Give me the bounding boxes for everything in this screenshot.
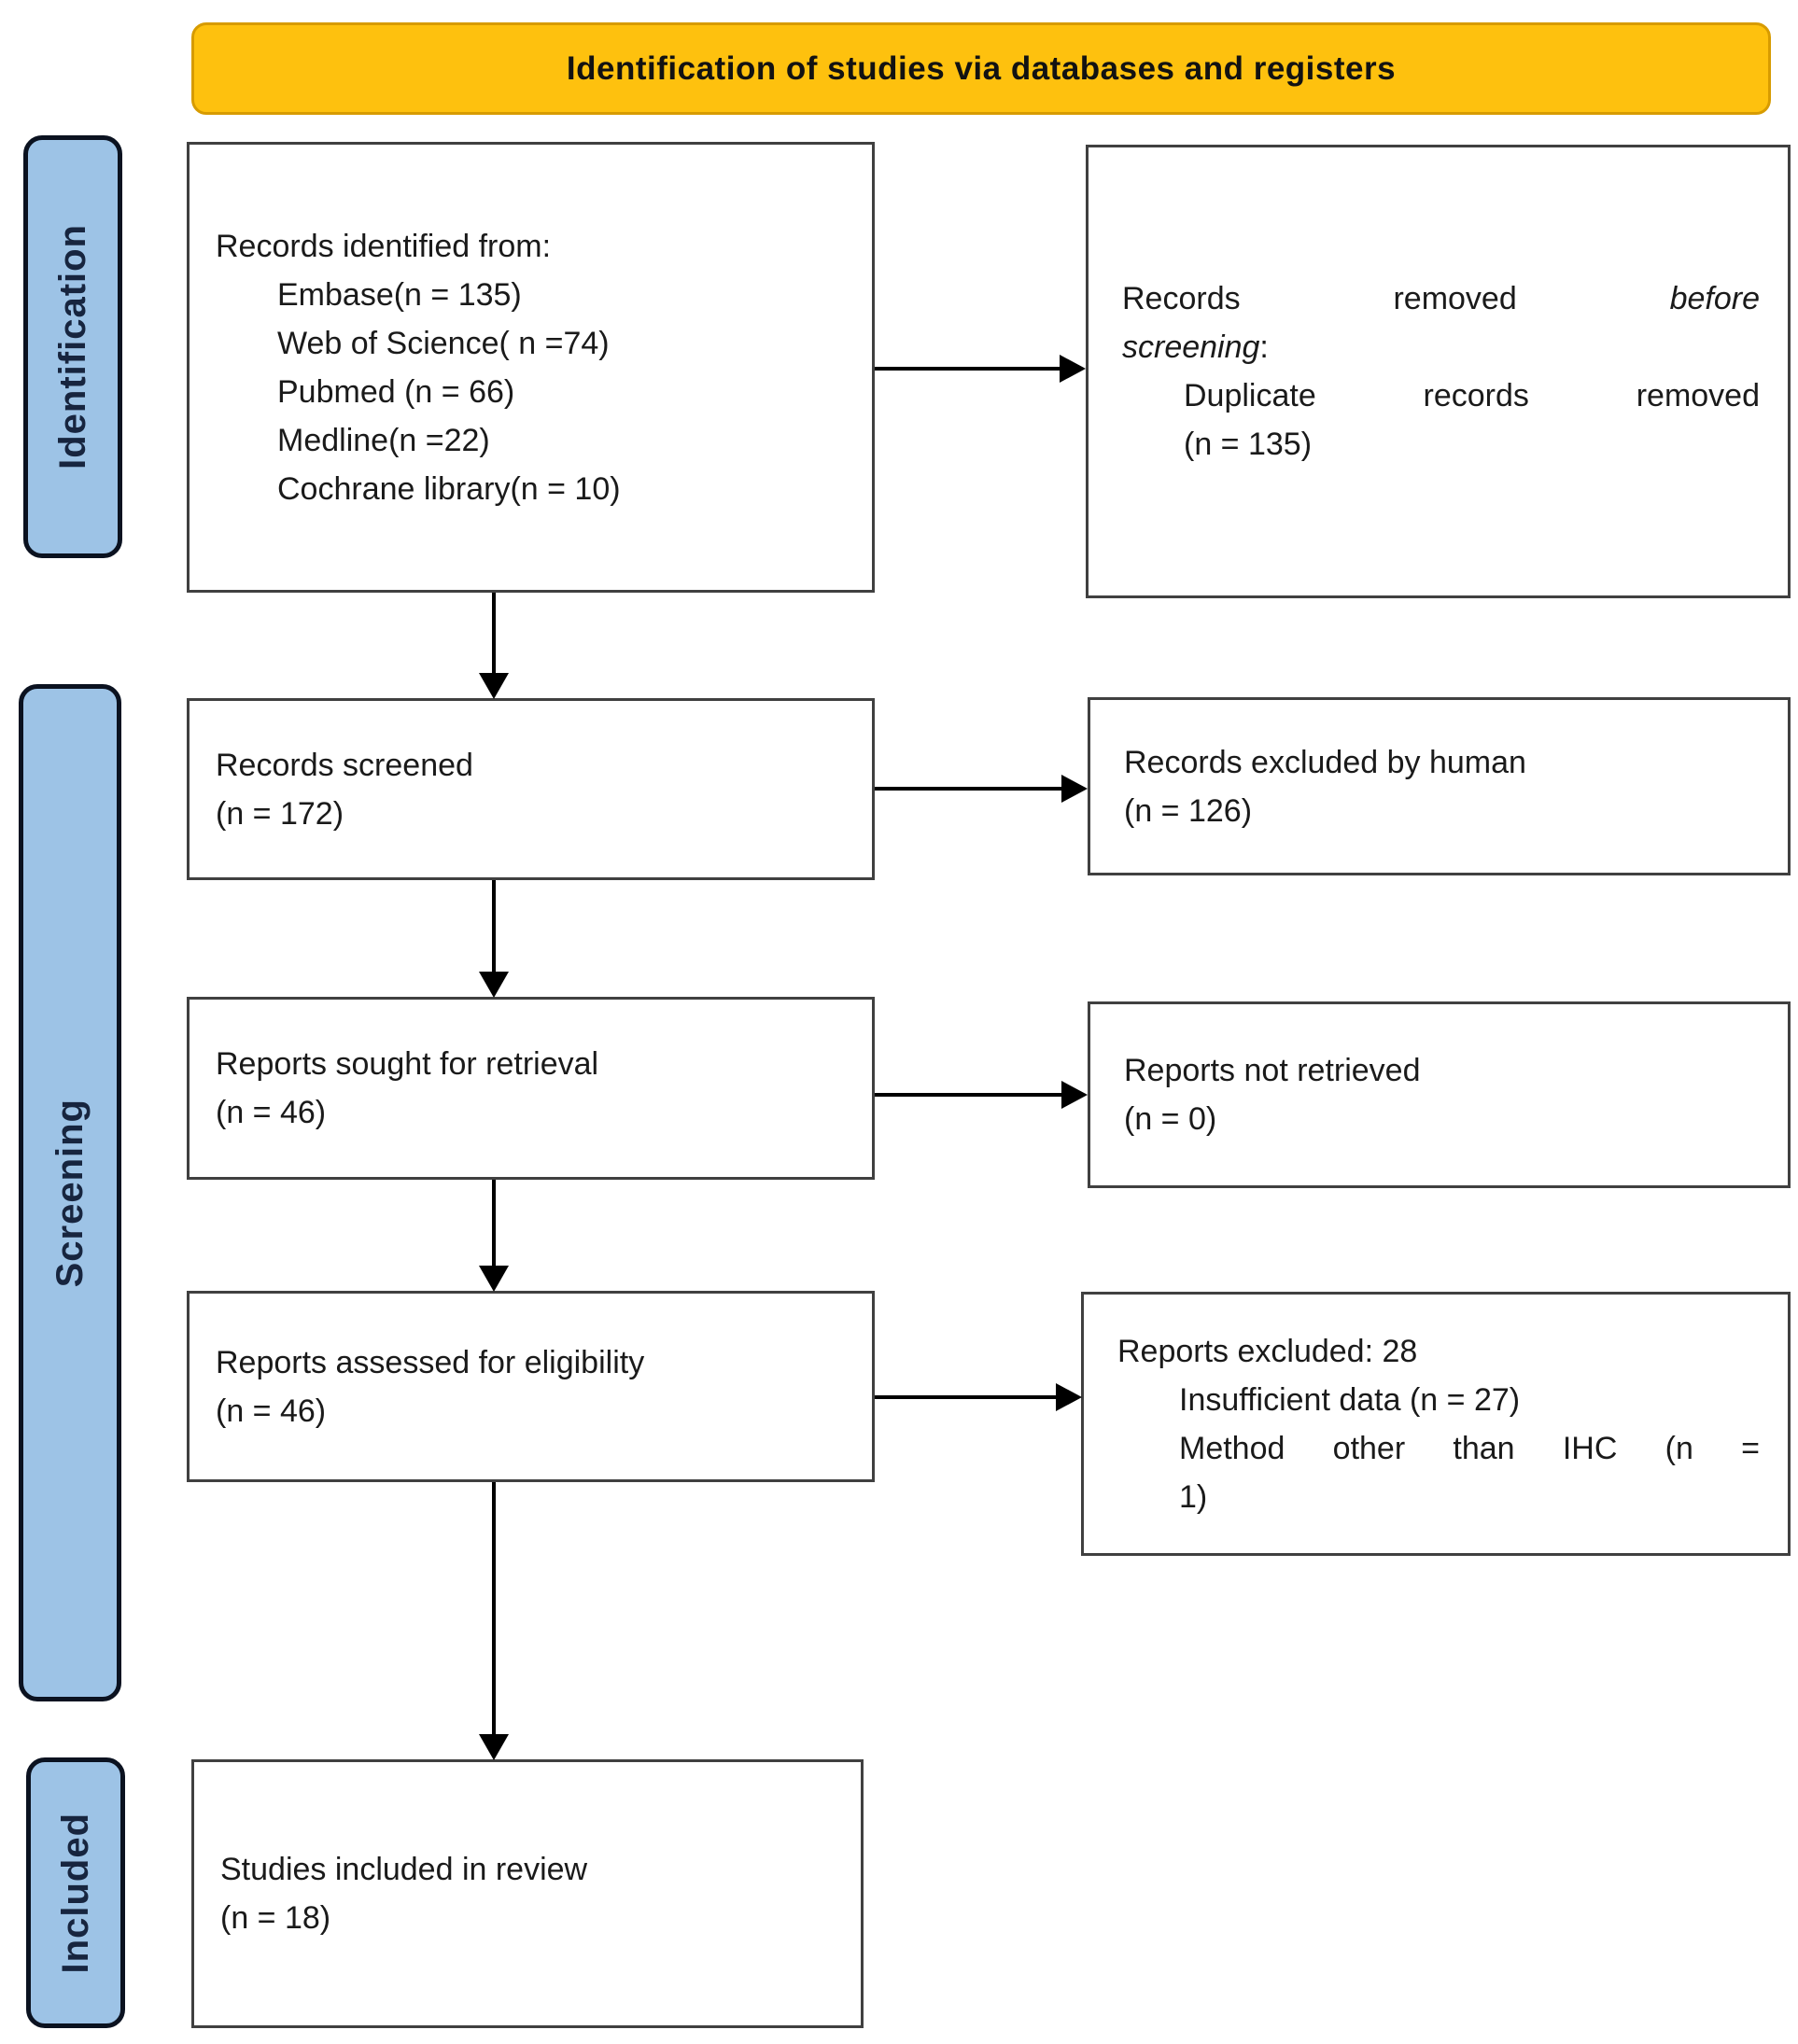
banner-title: Identification of studies via databases … [566, 49, 1397, 87]
stage-screening: Screening [19, 684, 121, 1701]
stage-identification: Identification [23, 135, 122, 558]
reason-insufficient-data: Insufficient data (n = 27) [1179, 1381, 1521, 1418]
box-reports-excluded: Reports excluded: 28 Insufficient data (… [1081, 1292, 1791, 1556]
arrow-line [875, 1395, 1056, 1399]
source-pubmed: Pubmed (n = 66) [277, 373, 515, 410]
box-reports-not-retrieved: Reports not retrieved (n = 0) [1088, 1001, 1791, 1188]
source-cochrane: Cochrane library(n = 10) [277, 470, 621, 507]
arrow-line [492, 593, 496, 673]
arrow-line [492, 1180, 496, 1266]
reports-not-retrieved-label: Reports not retrieved [1124, 1053, 1421, 1088]
reason-method-line2: 1) [1179, 1478, 1208, 1515]
studies-included-label: Studies included in review [220, 1852, 588, 1887]
arrow-head-down-icon [479, 972, 509, 998]
arrow-line [875, 1093, 1061, 1097]
arrow-line [492, 1482, 496, 1734]
arrow-line [492, 880, 496, 972]
source-medline: Medline(n =22) [277, 422, 490, 458]
records-removed-normal: Records removed [1122, 281, 1670, 316]
box-records-identified: Records identified from: Embase(n = 135)… [187, 142, 875, 593]
records-excluded-label: Records excluded by human [1124, 744, 1526, 780]
records-identified-title: Records identified from: [216, 228, 552, 264]
records-removed-colon: : [1259, 329, 1269, 365]
arrow-head-right-icon [1056, 1383, 1082, 1411]
records-removed-heading-line1: Records removed before [1122, 274, 1760, 323]
arrow-line [875, 787, 1061, 791]
stage-identification-label: Identification [51, 224, 93, 469]
duplicate-records-line1: Duplicate records removed [1184, 378, 1760, 413]
reports-assessed-count: (n = 46) [216, 1393, 327, 1429]
reason-method-line1: Method other than IHC (n = [1179, 1430, 1760, 1466]
banner: Identification of studies via databases … [191, 22, 1771, 115]
box-records-excluded: Records excluded by human (n = 126) [1088, 697, 1791, 875]
reports-excluded-title: Reports excluded: 28 [1117, 1333, 1418, 1369]
box-records-screened: Records screened (n = 172) [187, 698, 875, 880]
reports-not-retrieved-count: (n = 0) [1124, 1101, 1217, 1137]
arrow-head-down-icon [479, 1734, 509, 1760]
source-web-of-science: Web of Science( n =74) [277, 325, 610, 361]
box-studies-included: Studies included in review (n = 18) [191, 1759, 864, 2028]
records-removed-heading-line2: screening: [1122, 323, 1760, 371]
arrow-head-right-icon [1061, 1081, 1088, 1109]
arrow-head-right-icon [1060, 355, 1086, 383]
studies-included-count: (n = 18) [220, 1900, 331, 1936]
reports-sought-count: (n = 46) [216, 1095, 327, 1130]
records-excluded-count: (n = 126) [1124, 792, 1253, 829]
reports-sought-label: Reports sought for retrieval [216, 1046, 599, 1082]
arrow-head-right-icon [1061, 775, 1088, 803]
stage-screening-label: Screening [49, 1098, 91, 1288]
box-reports-assessed: Reports assessed for eligibility (n = 46… [187, 1291, 875, 1482]
records-screened-count: (n = 172) [216, 795, 344, 832]
box-reports-sought: Reports sought for retrieval (n = 46) [187, 997, 875, 1180]
reports-assessed-label: Reports assessed for eligibility [216, 1344, 645, 1380]
duplicate-records-line2: (n = 135) [1184, 427, 1313, 462]
arrow-head-down-icon [479, 673, 509, 699]
records-removed-italic1: before [1669, 281, 1760, 316]
box-records-removed: Records removed before screening: Duplic… [1086, 145, 1791, 598]
records-removed-italic2: screening [1122, 329, 1260, 365]
stage-included-label: Included [54, 1812, 96, 1974]
stage-included: Included [26, 1757, 125, 2028]
arrow-line [875, 367, 1060, 371]
arrow-head-down-icon [479, 1266, 509, 1292]
records-screened-label: Records screened [216, 747, 473, 783]
source-embase: Embase(n = 135) [277, 276, 522, 313]
